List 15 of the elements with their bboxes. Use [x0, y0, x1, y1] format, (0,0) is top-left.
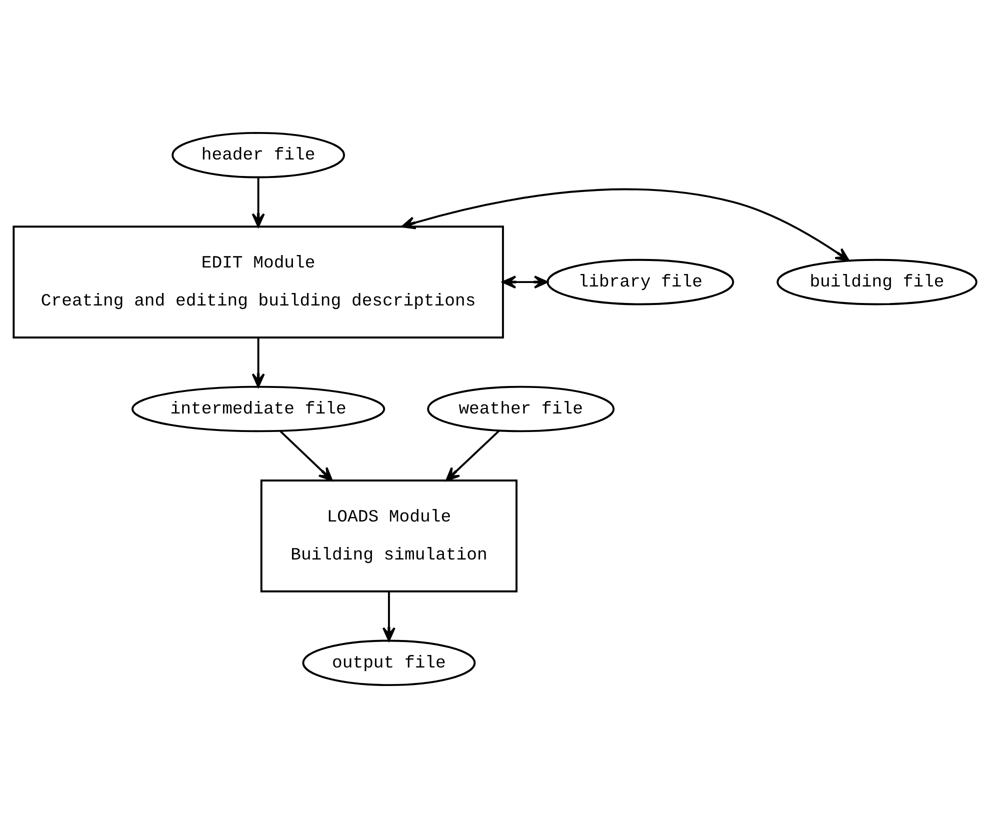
- arrow: [252, 338, 265, 388]
- node-ellipse: library file: [546, 258, 734, 306]
- arrow: [401, 188, 850, 262]
- node-box: EDIT Module Creating and editing building descriptions: [12, 226, 504, 338]
- node-ellipse: output file: [302, 640, 476, 686]
- node-ellipse: building file: [776, 258, 978, 306]
- node-ellipse: intermediate file: [132, 386, 386, 432]
- arrow: [252, 177, 265, 228]
- arrow: [502, 276, 548, 289]
- node-ellipse: header file: [172, 132, 346, 178]
- arrow: [382, 591, 396, 642]
- arrow: [446, 430, 500, 482]
- node-box: LOADS Module Building simulation: [260, 480, 518, 592]
- node-ellipse: weather file: [427, 386, 615, 432]
- arrow: [280, 430, 333, 482]
